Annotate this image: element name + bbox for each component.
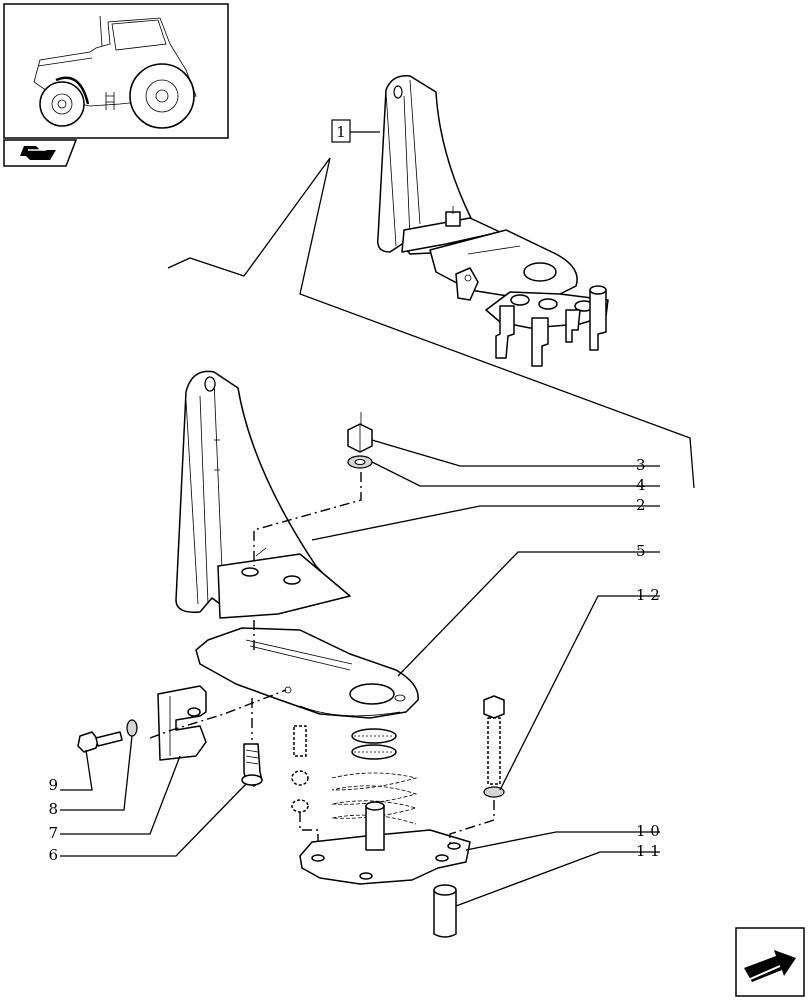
callout-6: 6 [48, 846, 58, 864]
screw-part-6 [241, 743, 263, 787]
bracket-part-2 [175, 370, 351, 619]
callout-11: 1 1 [636, 842, 660, 860]
callout-7: 7 [48, 824, 58, 842]
callout-labels: 3 4 2 5 1 2 9 8 7 6 1 0 1 1 [48, 456, 659, 864]
centerline-nut [253, 472, 362, 566]
bolt-part-9 [77, 731, 123, 753]
washer-part-4 [347, 455, 373, 469]
base-plate-part-10 [299, 801, 471, 885]
callout-5: 5 [636, 542, 646, 560]
washer-part-8 [126, 719, 138, 737]
reference-box-label: 1 [336, 123, 346, 141]
callout-3: 3 [636, 456, 646, 474]
nut-part-3 [347, 412, 373, 453]
callout-4: 4 [636, 476, 646, 494]
section-arrow-icon[interactable] [3, 139, 78, 167]
assembled-bracket-view [377, 75, 609, 367]
next-page-arrow-icon[interactable] [735, 927, 805, 997]
slotted-arm-part-5 [195, 627, 419, 719]
leader-lines [60, 439, 660, 907]
callout-8: 8 [48, 800, 58, 818]
callout-2: 2 [636, 496, 646, 514]
grease-fittings [291, 725, 319, 850]
spring-assembly [331, 728, 418, 825]
callout-10: 1 0 [636, 822, 660, 840]
tractor-thumbnail-icon[interactable] [3, 3, 229, 139]
callout-12: 1 2 [636, 586, 660, 604]
long-bolt-part-12 [483, 695, 505, 798]
reference-box-1: 1 [331, 119, 380, 143]
callout-9: 9 [48, 776, 58, 794]
assembly-link-line [167, 157, 695, 489]
centerline-bolt [449, 800, 495, 846]
clip-part-7 [157, 685, 207, 761]
bushing-part-11 [433, 884, 457, 938]
